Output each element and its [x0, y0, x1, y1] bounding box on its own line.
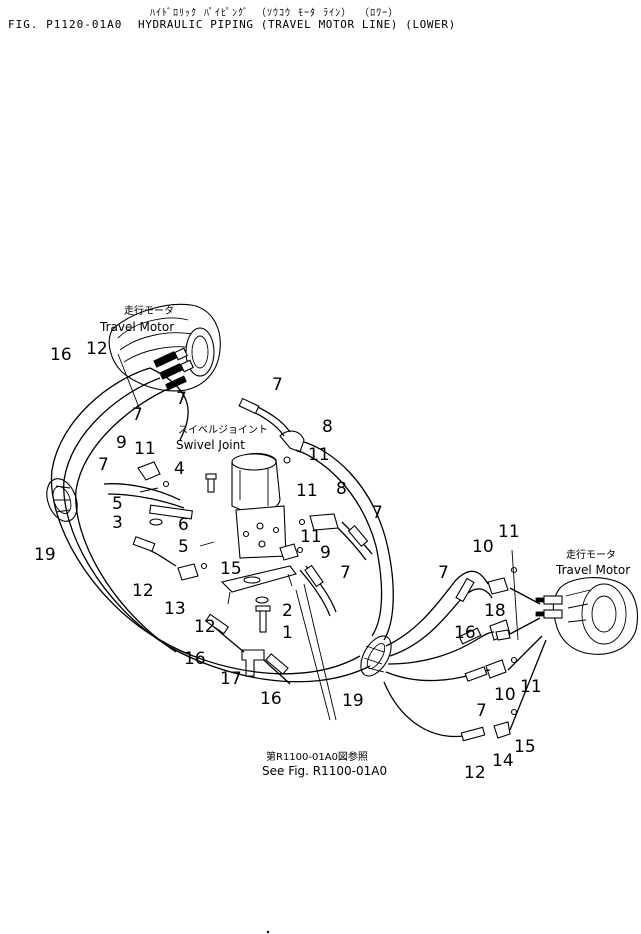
see-fig-jp-label: 第R1100-01A0図参照 — [266, 750, 368, 763]
callout-number: 11 — [296, 481, 318, 501]
travel-motor-right-jp-label: 走行モータ — [566, 548, 616, 561]
callout-number: 9 — [320, 543, 331, 563]
callout-number: 11 — [520, 677, 542, 697]
callout-number: 12 — [194, 617, 216, 637]
travel-motor-right-label: Travel Motor — [555, 563, 630, 577]
callout-number: 13 — [164, 599, 186, 619]
callout-number: 16 — [260, 689, 282, 709]
callout-number: 16 — [454, 623, 476, 643]
callout-number: 7 — [272, 375, 283, 395]
callout-number: 4 — [174, 459, 185, 479]
callout-number: 11 — [300, 527, 322, 547]
callout-number: 7 — [132, 405, 143, 425]
swivel-small-parts — [137, 430, 339, 677]
grommet-left — [46, 478, 78, 522]
callout-number: 15 — [514, 737, 536, 757]
see-fig-label: See Fig. R1100-01A0 — [262, 764, 387, 778]
callout-number: 9 — [116, 433, 127, 453]
callout-number: 16 — [50, 345, 72, 365]
callout-number: 6 — [178, 515, 189, 535]
right-side-fittings — [485, 566, 518, 739]
figure-number: FIG. P1120-01A0 — [8, 18, 123, 31]
hoses — [50, 353, 547, 742]
callout-number: 19 — [34, 545, 56, 565]
callout-number: 18 — [484, 601, 506, 621]
callout-number: 7 — [340, 563, 351, 583]
callout-number: 8 — [336, 479, 347, 499]
callout-number: 7 — [438, 563, 449, 583]
callout-number: 2 — [282, 601, 293, 621]
grommet-right — [360, 635, 392, 677]
labels: 走行モータ Travel Motor スイベルジョイント Swivel Join… — [99, 304, 630, 778]
callout-number: 12 — [464, 763, 486, 783]
callout-number: 12 — [132, 581, 154, 601]
callout-number: 7 — [176, 389, 187, 409]
swivel-joint — [220, 452, 297, 605]
callout-number: 11 — [498, 522, 520, 542]
callouts: 16 12 7 7 7 8 11 9 11 7 4 5 3 6 5 19 11 … — [34, 339, 542, 783]
page-dot — [266, 930, 270, 934]
travel-motor-right — [535, 577, 639, 655]
callout-number: 10 — [494, 685, 516, 705]
callout-number: 10 — [472, 537, 494, 557]
callout-number: 11 — [308, 445, 330, 465]
figure-title: HYDRAULIC PIPING (TRAVEL MOTOR LINE) (LO… — [138, 18, 456, 31]
callout-number: 11 — [134, 439, 156, 459]
callout-number: 7 — [98, 455, 109, 475]
callout-number: 19 — [342, 691, 364, 711]
swivel-joint-label: Swivel Joint — [176, 438, 245, 452]
travel-motor-left-label: Travel Motor — [99, 320, 174, 334]
callout-number: 14 — [492, 751, 514, 771]
callout-number: 3 — [112, 513, 123, 533]
callout-number: 12 — [86, 339, 108, 359]
callout-number: 5 — [178, 537, 189, 557]
callout-number: 7 — [372, 503, 383, 523]
callout-number: 5 — [112, 494, 123, 514]
callout-number: 1 — [282, 623, 293, 643]
japanese-title: ﾊｲﾄﾞﾛﾘｯｸ ﾊﾟｲﾋﾟﾝｸﾞ （ｿｳｺｳ ﾓｰﾀ ﾗｲﾝ） （ﾛﾜｰ） — [150, 8, 400, 19]
callout-number: 16 — [184, 649, 206, 669]
callout-number: 15 — [220, 559, 242, 579]
swivel-joint-jp-label: スイベルジョイント — [178, 424, 268, 436]
callout-number: 17 — [220, 669, 242, 689]
travel-motor-left-jp-label: 走行モータ — [124, 304, 174, 317]
callout-number: 7 — [476, 701, 487, 721]
travel-motor-left — [108, 303, 221, 392]
callout-number: 8 — [322, 417, 333, 437]
